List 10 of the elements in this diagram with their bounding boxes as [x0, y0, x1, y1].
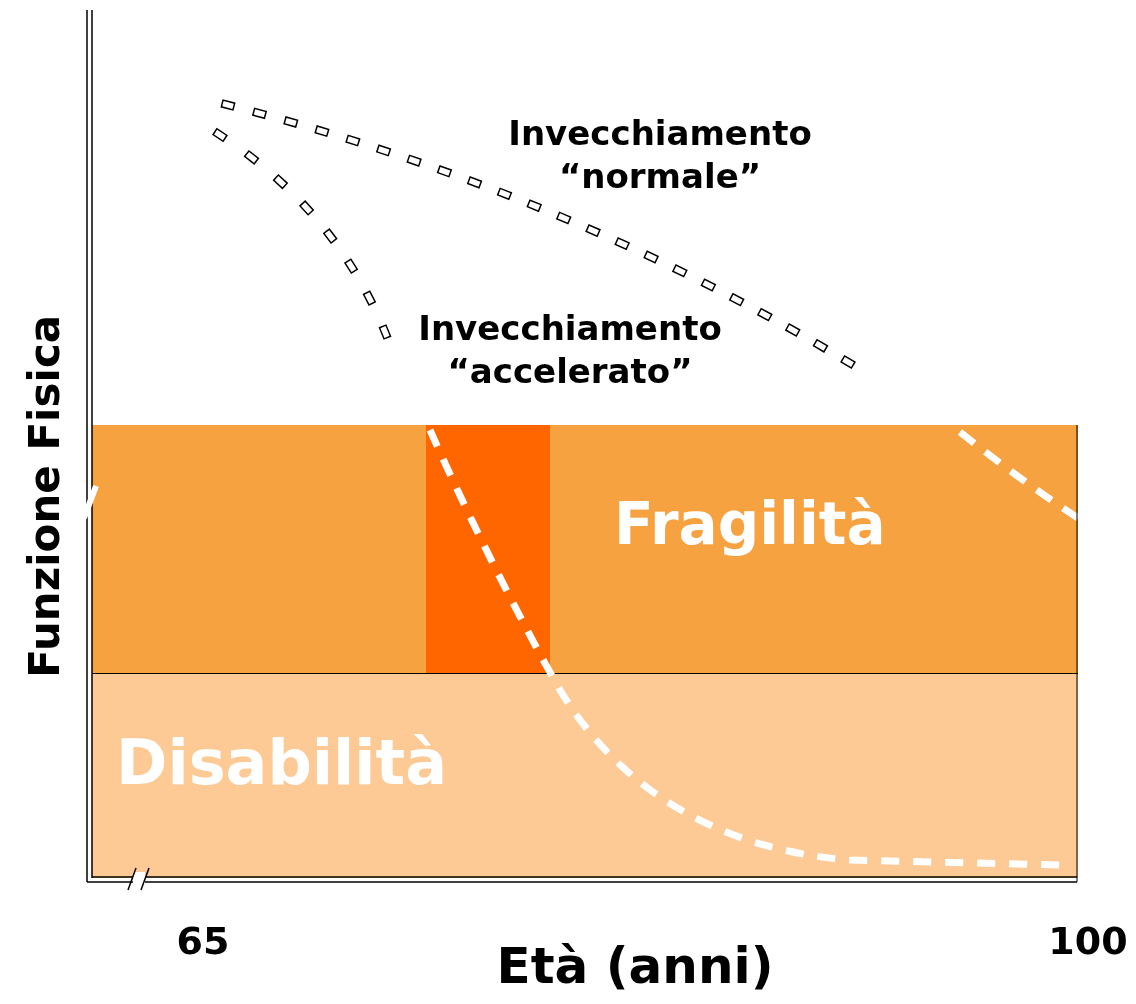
fragility-band: [92, 425, 1078, 673]
disability-band: [92, 673, 1078, 878]
axis-title: Funzione Fisica: [18, 313, 70, 680]
curve-label: Invecchiamento “accelerato”: [417, 307, 723, 392]
tick-label: 65: [175, 918, 231, 965]
band-label: Disabilità: [116, 726, 448, 799]
band-label: Fragilità: [614, 490, 886, 558]
curve-label: Invecchiamento “normale”: [507, 112, 813, 197]
tick-label: 100: [1047, 918, 1129, 965]
axis-title: Età (anni): [495, 936, 775, 997]
